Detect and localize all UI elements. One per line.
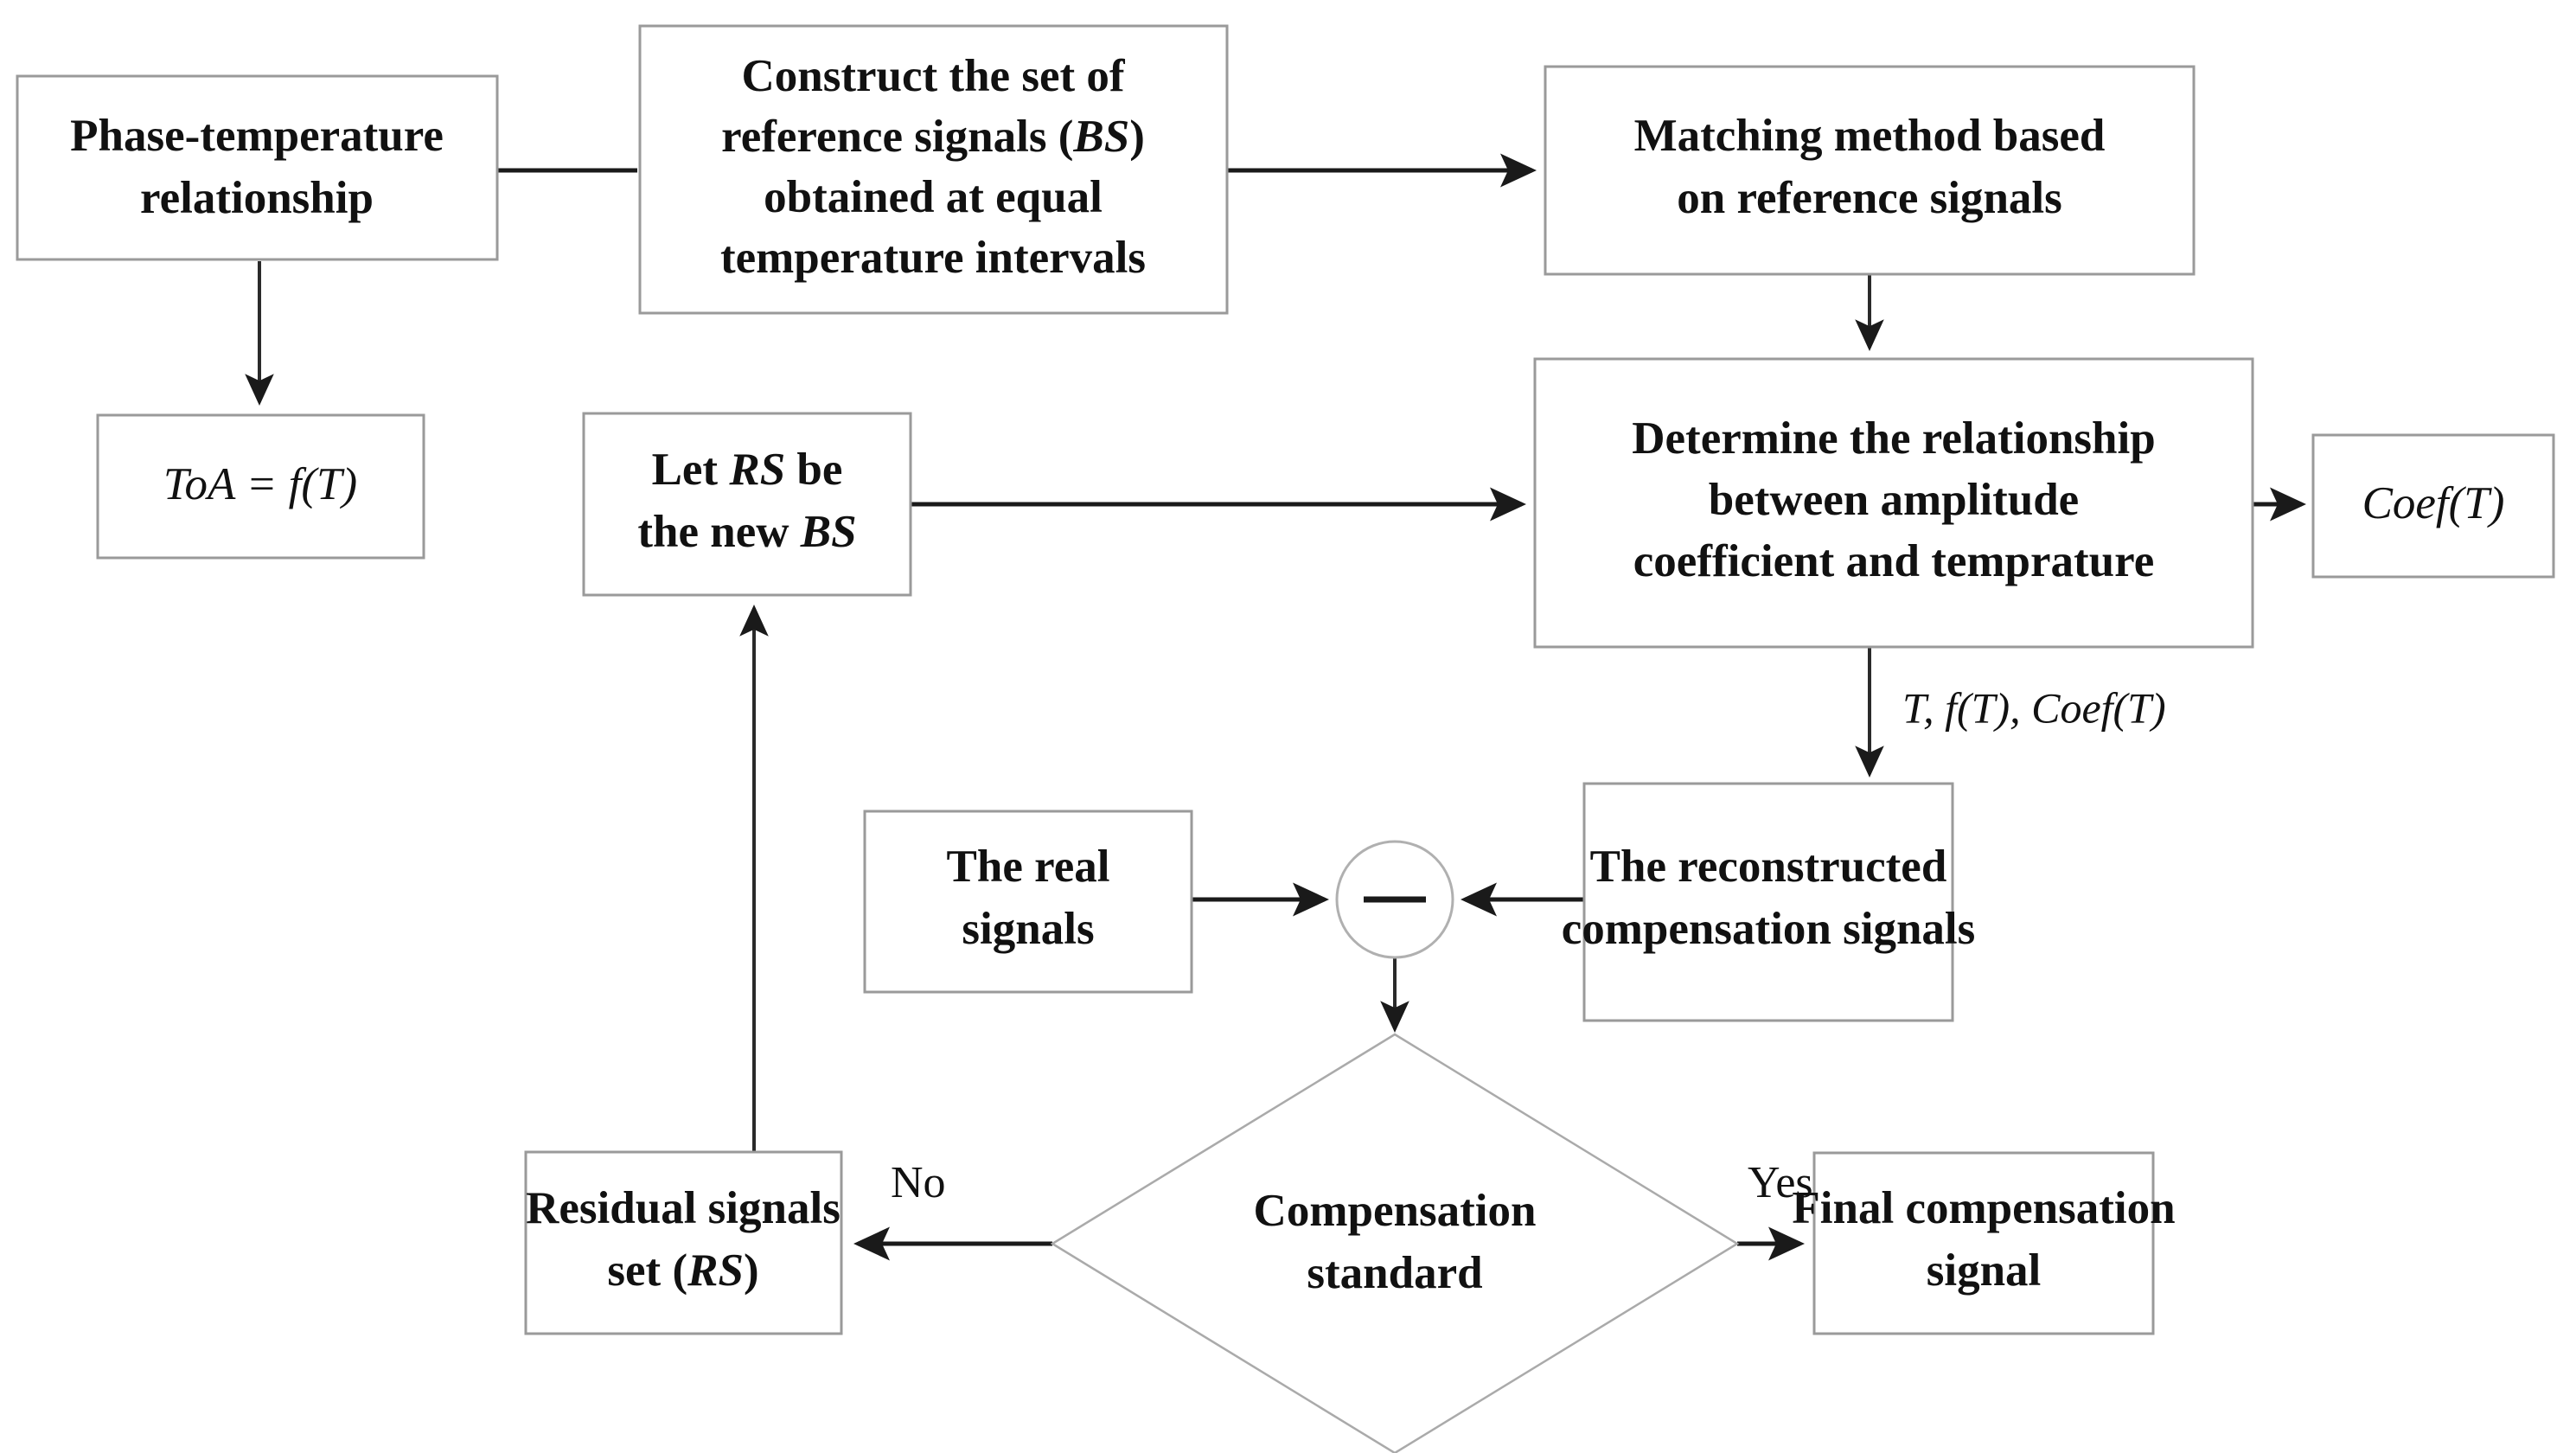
node-matching-method: Matching method based on reference signa…	[1544, 65, 2196, 276]
node-box-determine	[1533, 357, 2254, 649]
decision-diamond	[1050, 1033, 1740, 1453]
node-label-phase-line1: Phase-temperature	[70, 111, 444, 161]
node-label-recon-line1: The reconstructed	[1590, 842, 1947, 892]
node-label-construct-line3: obtained at equal	[764, 172, 1103, 222]
node-box-phase	[16, 74, 499, 261]
node-toa-formula: ToA = f(T)	[96, 413, 425, 560]
node-box-residual	[524, 1150, 843, 1335]
node-label-determine-line1: Determine the relationship	[1632, 413, 2156, 464]
node-let-rs-be-new-bs: Let RS be the new BS	[582, 412, 912, 597]
node-label-residual-line2: set (RS)	[607, 1245, 758, 1296]
letrs-line2-part-a: the new	[637, 507, 800, 557]
node-reconstructed-compensation-signals: The reconstructed compensation signals	[1562, 782, 1976, 1022]
letrs-line1-part-a: Let	[652, 445, 730, 495]
node-box-letrs	[582, 412, 912, 597]
node-box-matching	[1544, 65, 2196, 276]
residual-line2-part-b: RS	[687, 1245, 744, 1296]
node-subtraction-junction	[1335, 840, 1454, 959]
node-label-letrs-line1: Let RS be	[652, 445, 843, 495]
construct-line2-part-c: )	[1129, 112, 1145, 162]
node-box-final	[1812, 1151, 2155, 1335]
node-label-final-line2: signal	[1927, 1245, 2042, 1296]
letrs-line2-part-b: BS	[800, 507, 857, 557]
residual-line2-part-a: set (	[607, 1245, 687, 1296]
node-final-compensation-signal: Final compensation signal	[1792, 1151, 2176, 1335]
node-label-letrs-line2: the new BS	[637, 507, 856, 557]
node-label-comp-line1: Compensation	[1254, 1186, 1537, 1236]
node-residual-signals-set: Residual signals set (RS)	[524, 1150, 843, 1335]
node-label-construct-line4: temperature intervals	[720, 233, 1146, 283]
node-the-real-signals: The real signals	[863, 810, 1193, 994]
node-label-coef-formula: Coef(T)	[2362, 478, 2505, 528]
node-phase-temperature-relationship: Phase-temperature relationship	[16, 74, 499, 261]
node-construct-reference-signals: Construct the set of reference signals (…	[638, 24, 1229, 315]
node-box-construct	[638, 24, 1229, 315]
node-label-real-line1: The real	[947, 842, 1110, 892]
edge-label-yes: Yes	[1748, 1158, 1813, 1207]
node-label-matching-line2: on reference signals	[1677, 173, 2062, 223]
edge-label-signal-params: T, f(T), Coef(T)	[1902, 683, 2166, 732]
letrs-line1-part-c: be	[785, 445, 842, 495]
node-box-real-signals	[863, 810, 1193, 994]
construct-line2-part-a: reference signals (	[721, 112, 1073, 162]
node-label-recon-line2: compensation signals	[1562, 904, 1976, 954]
node-label-final-line1: Final compensation	[1792, 1183, 2175, 1233]
node-box-reconstructed	[1582, 782, 1954, 1022]
node-label-phase-line2: relationship	[140, 173, 374, 223]
node-label-construct-line2: reference signals (BS)	[721, 112, 1145, 162]
node-coef-output: Coef(T)	[2311, 433, 2555, 579]
node-label-comp-line2: standard	[1307, 1248, 1482, 1298]
node-label-real-line2: signals	[962, 904, 1094, 954]
node-label-determine-line3: coefficient and temprature	[1633, 536, 2154, 586]
node-box-toa	[96, 413, 425, 560]
node-label-construct-line1: Construct the set of	[741, 51, 1125, 101]
edge-label-no: No	[891, 1158, 946, 1207]
node-label-matching-line1: Matching method based	[1634, 111, 2106, 161]
node-label-residual-line1: Residual signals	[526, 1183, 841, 1233]
node-label-determine-line2: between amplitude	[1709, 475, 2079, 525]
residual-line2-part-c: )	[744, 1245, 759, 1296]
node-box-coef	[2311, 433, 2555, 579]
node-compensation-standard: Compensation standard	[1050, 1033, 1740, 1453]
construct-line2-part-b: BS	[1072, 112, 1129, 162]
letrs-line1-part-b: RS	[728, 445, 785, 495]
node-determine-relationship: Determine the relationship between ampli…	[1533, 357, 2254, 649]
node-label-toa-formula: ToA = f(T)	[163, 459, 357, 509]
